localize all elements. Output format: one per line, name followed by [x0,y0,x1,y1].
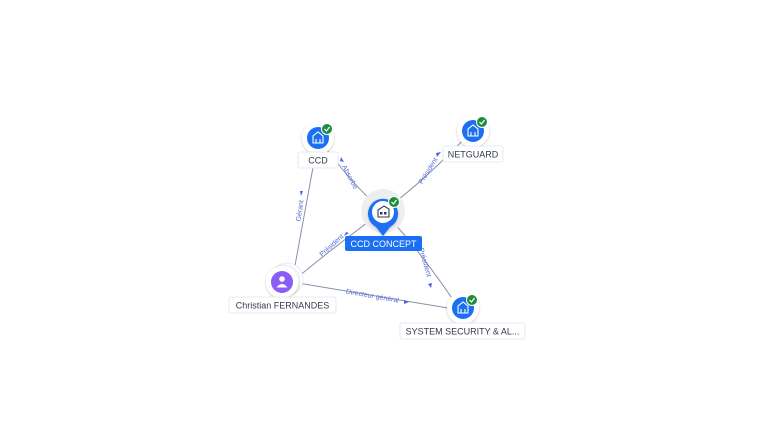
edge-label-president-concept: Président [319,233,346,258]
node-label-system: SYSTEM SECURITY & AL... [406,327,520,337]
person-icon [276,276,288,288]
node-label-christian: Christian FERNANDES [236,301,330,311]
edge-label-president-system: Président [417,247,432,277]
building-icon [312,131,324,144]
edge-arrow [428,283,432,288]
node-label-netguard: NETGUARD [448,150,499,160]
edge-label-directeur: Directeur général [345,288,400,304]
node-system-security[interactable]: SYSTEM SECURITY & AL... [399,292,526,340]
node-label-ccd-concept: CCD CONCEPT [350,239,417,249]
edge-arrow [404,300,409,304]
node-christian-fernandes[interactable]: Christian FERNANDES [228,262,337,314]
check-badge-icon [388,196,400,208]
check-badge-icon [466,294,478,306]
node-ccd[interactable]: CCD [297,122,339,169]
node-ccd-concept[interactable]: CCD CONCEPT [345,189,422,251]
node-netguard[interactable]: NETGUARD [442,115,504,163]
building-icon [467,124,479,137]
edge-label-gerant: Gérant [296,200,306,222]
edge-arrow [344,232,349,236]
node-label-ccd: CCD [308,156,328,166]
check-badge-icon [476,116,488,128]
edge-arrow [300,191,303,196]
building-icon [457,301,469,314]
edge-label-absorbe: Absorbe [340,164,358,190]
edge-arrow [436,152,441,157]
building-icon [377,205,390,218]
edge-arrow [340,157,344,162]
check-badge-icon [321,123,333,135]
edge-label-president-netguard: Président [418,157,440,186]
